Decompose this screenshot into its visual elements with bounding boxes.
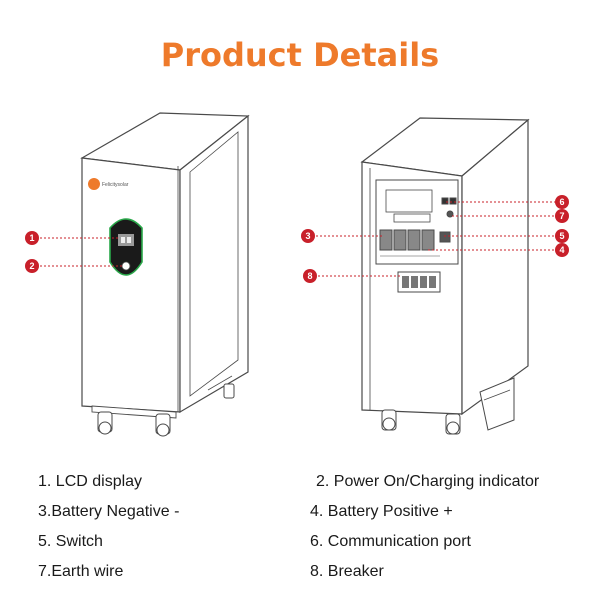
product-diagram: Felicitysolar [25, 112, 569, 437]
callout-leaders [40, 201, 556, 277]
rear-cabinet [360, 117, 530, 431]
callout-marker-5: 5 [555, 229, 569, 243]
switch [439, 231, 451, 243]
legend-item-power-indicator: 2. Power On/Charging indicator [316, 473, 540, 490]
callout-number-2: 2 [29, 261, 34, 271]
brand-logo-icon [88, 178, 100, 190]
legend-item-breaker: 8. Breaker [310, 563, 384, 580]
legend-item-battery-positive: 4. Battery Positive + [310, 503, 453, 520]
legend-item-communication-port: 6. Communication port [310, 533, 471, 550]
callout-marker-8: 8 [303, 269, 317, 283]
legend-item-lcd-display: 1. LCD display [38, 473, 143, 490]
callout-number-5: 5 [559, 231, 564, 241]
legend-item-battery-negative: 3.Battery Negative - [38, 503, 180, 520]
page-title: Product Details [160, 36, 440, 74]
legend-item-earth-wire: 7.Earth wire [38, 563, 124, 580]
earth-wire-screw [446, 210, 454, 218]
control-panel [109, 218, 143, 276]
power-indicator [121, 261, 131, 271]
callout-number-7: 7 [559, 211, 564, 221]
callout-number-8: 8 [307, 271, 312, 281]
breaker [397, 271, 441, 293]
battery-positive-terminal [421, 229, 435, 251]
brand-logo: Felicitysolar [88, 178, 129, 190]
callout-marker-4: 4 [555, 243, 569, 257]
front-cabinet [80, 112, 250, 419]
connection-panel [375, 179, 459, 265]
lcd-display [118, 234, 134, 246]
communication-port [441, 197, 449, 205]
callout-number-1: 1 [29, 233, 34, 243]
legend-item-switch: 5. Switch [38, 533, 103, 550]
rear-cabinet-back-face [461, 118, 529, 416]
front-cabinet-front-face [81, 157, 181, 413]
control-panel-bezel [109, 218, 143, 276]
callout-marker-3: 3 [301, 229, 315, 243]
front-cabinet-side-panel [189, 131, 239, 397]
battery-negative-terminal [379, 229, 393, 251]
brand-name: Felicitysolar [102, 182, 129, 188]
callout-marker-6: 6 [555, 195, 569, 209]
callout-number-6: 6 [559, 197, 564, 207]
callout-marker-2: 2 [25, 259, 39, 273]
callout-marker-1: 1 [25, 231, 39, 245]
rear-wheels [381, 409, 461, 435]
callout-number-3: 3 [305, 231, 310, 241]
callout-marker-7: 7 [555, 209, 569, 223]
front-wheels [97, 383, 235, 437]
callout-number-4: 4 [559, 245, 564, 255]
